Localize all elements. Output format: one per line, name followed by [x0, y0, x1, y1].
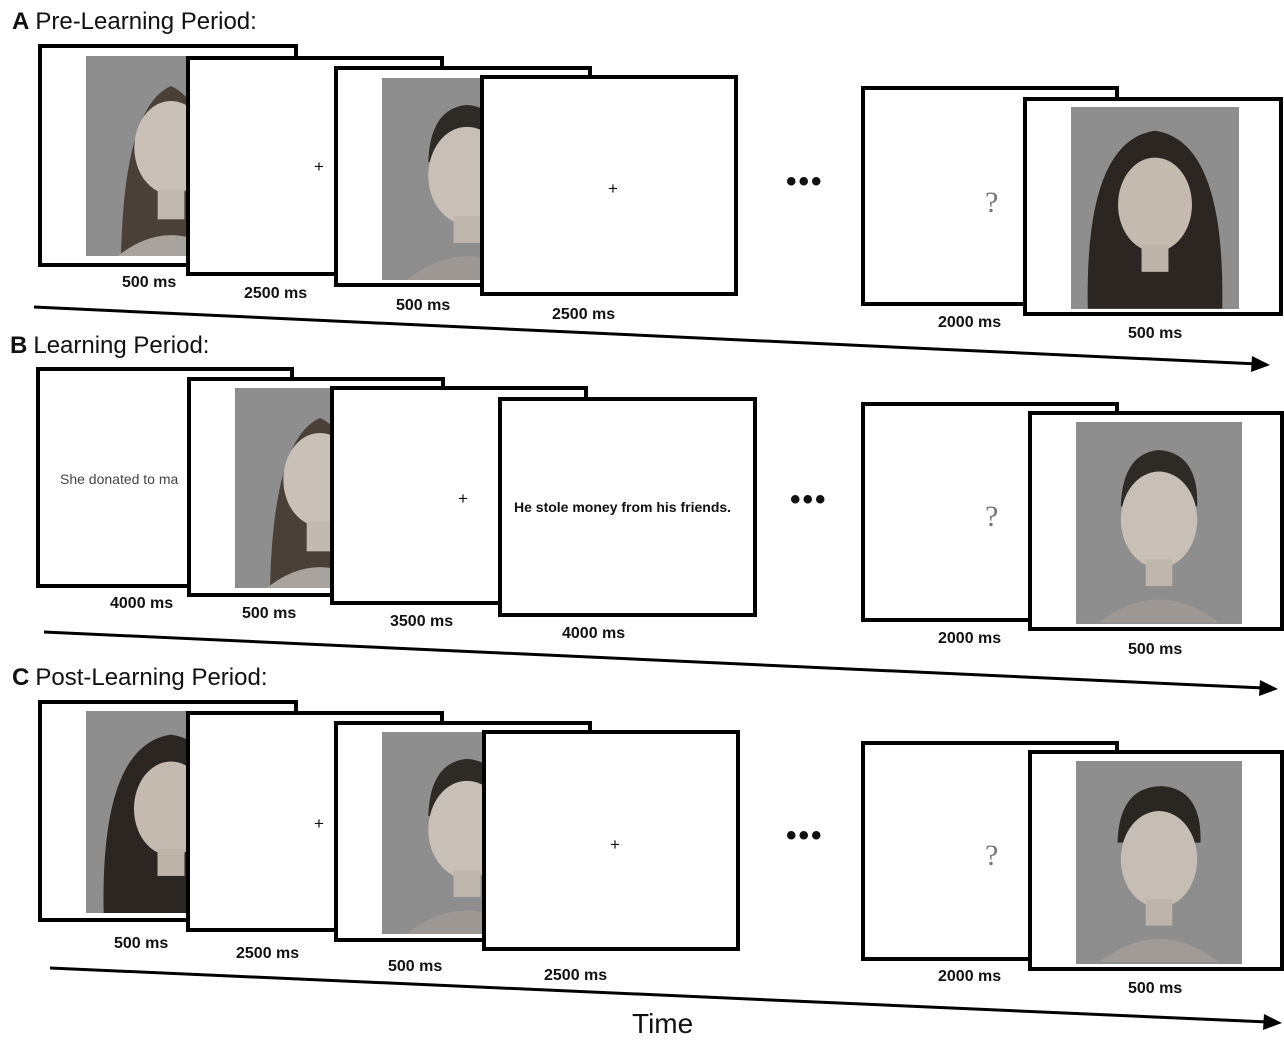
duration-label: 500 ms [114, 935, 169, 952]
panel-a-letter: A [12, 8, 30, 35]
fixation-cross: + [314, 814, 324, 833]
fixation-cross: + [608, 179, 618, 198]
duration-label: 500 ms [1128, 641, 1183, 658]
panel-b-sentence-frame-2: He stole money from his friends. [498, 397, 757, 617]
panel-a-title-text: Pre-Learning Period: [35, 8, 257, 35]
duration-label: 2000 ms [938, 630, 1002, 647]
duration-label: 2500 ms [552, 306, 616, 323]
duration-label: 500 ms [396, 297, 451, 314]
panel-c-letter: C [12, 664, 30, 691]
fixation-cross: + [610, 835, 620, 854]
ellipsis: ••• [790, 483, 828, 516]
panel-b-title-text: Learning Period: [33, 332, 210, 359]
time-axis-label: Time [632, 1008, 694, 1039]
duration-label: 500 ms [1128, 980, 1183, 997]
duration-label: 500 ms [1128, 325, 1183, 342]
panel-b-face-frame-2 [1028, 411, 1284, 631]
fixation-cross: + [314, 157, 324, 176]
trait-sentence: He stole money from his friends. [514, 499, 732, 515]
duration-label: 500 ms [122, 274, 177, 291]
duration-label: 2500 ms [544, 967, 608, 984]
duration-label: 2500 ms [244, 285, 308, 302]
fixation-cross: + [458, 489, 468, 508]
male-face-photo [1076, 761, 1242, 964]
female-face-photo [1071, 107, 1239, 309]
ellipsis: ••• [786, 819, 824, 852]
duration-label: 2000 ms [938, 968, 1002, 985]
male-face-photo [1076, 422, 1242, 624]
duration-label: 2500 ms [236, 945, 300, 962]
panel-c-face-frame-3 [1028, 750, 1284, 971]
duration-label: 500 ms [242, 605, 297, 622]
panel-a-fixation-frame-2: + [480, 75, 738, 296]
ellipsis: ••• [786, 165, 824, 198]
question-mark: ? [985, 500, 999, 533]
duration-label: 500 ms [388, 958, 443, 975]
panel-c-fixation-frame-2: + [482, 730, 740, 951]
duration-label: 4000 ms [110, 595, 174, 612]
question-mark: ? [985, 839, 999, 872]
panel-a-face-frame-3 [1023, 97, 1283, 316]
time-arrow-a [33, 305, 1270, 372]
panel-b-letter: B [10, 332, 28, 359]
question-mark: ? [985, 186, 999, 219]
duration-label: 3500 ms [390, 613, 454, 630]
duration-label: 4000 ms [562, 625, 626, 642]
panel-c-title-text: Post-Learning Period: [35, 664, 268, 691]
trait-sentence-partial: She donated to ma [60, 471, 179, 487]
duration-label: 2000 ms [938, 314, 1002, 331]
